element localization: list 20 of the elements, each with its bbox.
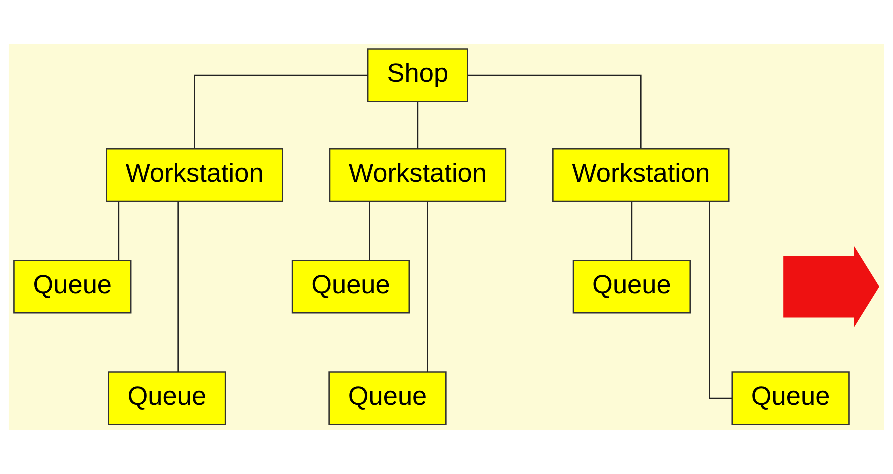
connector [178, 202, 179, 372]
node-arrow [784, 246, 880, 328]
connector [631, 202, 633, 260]
connector [194, 74, 368, 149]
connector [468, 74, 642, 149]
connector [118, 202, 120, 260]
node-box: Queue [292, 260, 410, 314]
node-box: Shop [367, 48, 468, 102]
node-box: Queue [572, 260, 692, 314]
node-box: Queue [328, 372, 447, 426]
node-box: Queue [14, 260, 132, 314]
connector [417, 102, 419, 149]
node-box: Workstation [106, 148, 284, 202]
node-box: Workstation [329, 148, 507, 202]
connector [709, 202, 732, 400]
connector [427, 202, 428, 372]
node-box: Queue [108, 372, 226, 426]
node-box: Queue [732, 372, 850, 426]
connector [369, 202, 370, 260]
node-box: Workstation [552, 148, 730, 202]
